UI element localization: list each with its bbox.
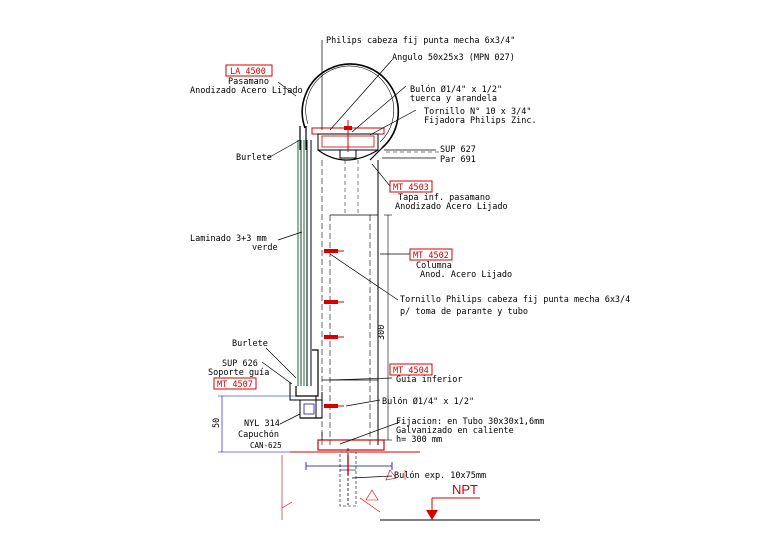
label-bulon-exp: Bulón exp. 10x75mm	[394, 470, 486, 481]
label-columna-anod: Anod. Acero Lijado	[420, 270, 512, 280]
laminated-glass-panel	[297, 140, 312, 386]
label-bulon-14-line2: tuerca y arandela	[410, 94, 497, 104]
tag-la4500: LA 4500	[230, 67, 266, 77]
label-par691: Par 691	[440, 155, 476, 165]
label-burlete-top: Burlete	[236, 153, 272, 163]
dim-300-label: 300	[377, 325, 387, 340]
dimension-50: 50	[212, 395, 296, 453]
tag-mt4504-box	[389, 363, 433, 376]
label-tornillo-n10-line1: Tornillo N° 10 x 3/4"	[424, 107, 531, 117]
label-philips-cabeza: Philips cabeza fij punta mecha 6x3/4"	[326, 36, 515, 46]
label-tornillo-philips-line2: p/ toma de parante y tubo	[400, 307, 528, 317]
npt-level-marker: NPT	[426, 482, 480, 520]
label-fijacion-line2: Galvanizado en caliente	[396, 426, 514, 436]
tag-la4500-box	[225, 64, 273, 77]
base-plate-and-anchor	[281, 432, 540, 521]
tag-mt4503-box	[389, 180, 433, 193]
tag-mt4503: MT 4503	[393, 183, 429, 193]
label-tapa-line2: Anodizado Acero Lijado	[395, 202, 508, 212]
label-tapa-line1: Tapa inf. pasamano	[398, 193, 490, 203]
label-bulon-bottom: Bulón Ø1/4" x 1/2"	[382, 396, 474, 407]
tag-mt4507: MT 4507	[217, 380, 253, 390]
label-columna: Columna	[416, 261, 452, 271]
label-sup627: SUP 627	[440, 145, 476, 155]
label-fijacion-line3: h= 300 mm	[396, 435, 442, 445]
label-laminado-line1: Laminado 3+3 mm	[190, 234, 267, 244]
label-tornillo-philips-line1: Tornillo Philips cabeza fij punta mecha …	[400, 295, 630, 305]
tag-mt4502: MT 4502	[413, 251, 449, 261]
label-anodizado-pasamano: Anodizado Acero Lijado	[190, 86, 303, 96]
label-bulon-14-line1: Bulón Ø1/4" x 1/2"	[410, 84, 502, 95]
label-capuchon: Capuchón	[238, 429, 279, 440]
label-pasamano: Pasamano	[228, 77, 269, 87]
label-fijacion-line1: Fijacion: en Tubo 30x30x1,6mm	[396, 417, 544, 427]
tag-mt4504: MT 4504	[393, 366, 429, 376]
label-laminado-line2: verde	[252, 243, 278, 253]
bottom-guide-profile	[289, 349, 378, 419]
label-nyl314: NYL 314	[244, 419, 280, 429]
label-burlete-bottom: Burlete	[232, 339, 268, 349]
label-guia-inferior: Guía inferior	[396, 375, 463, 385]
label-soporte-guia: Soporte guía	[208, 368, 269, 378]
label-can625: CAN-625	[250, 441, 282, 450]
dim-50-label: 50	[212, 418, 222, 428]
handrail-section	[299, 63, 440, 161]
column-screws	[324, 249, 344, 408]
tag-mt4507-box	[213, 377, 257, 390]
npt-label: NPT	[452, 482, 478, 497]
label-tornillo-n10-line2: Fijadora Philips Zinc.	[424, 116, 537, 126]
tag-mt4502-box	[409, 248, 453, 261]
leader-lines	[261, 40, 436, 479]
label-angulo: Angulo 50x25x3 (MPN 027)	[392, 53, 515, 63]
dimension-300: 300	[377, 214, 392, 441]
label-sup626: SUP 626	[222, 359, 258, 369]
